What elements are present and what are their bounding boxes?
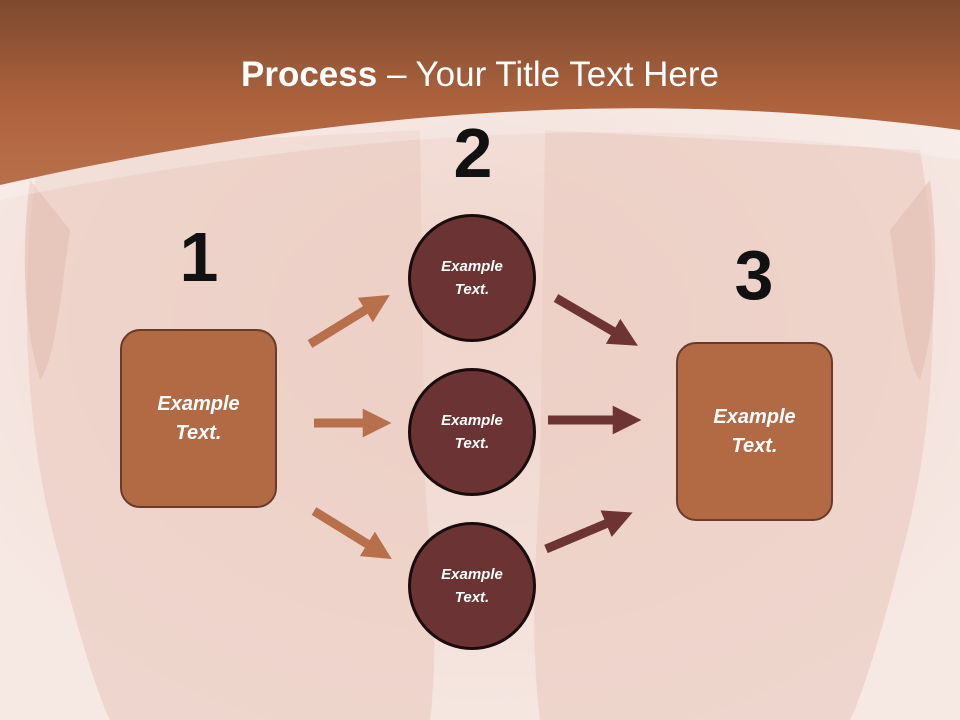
- hand-right: [890, 180, 936, 380]
- arrow-top-to-3: [553, 294, 638, 346]
- title-bold: Process: [241, 55, 378, 94]
- title-rest: – Your Title Text Here: [377, 55, 719, 94]
- step-number-2: 2: [453, 114, 493, 192]
- step-3-text: Example Text.: [713, 405, 796, 457]
- middle-node-bottom-text: Example Text.: [441, 566, 503, 606]
- header-band: [0, 0, 960, 185]
- step-3-box: Example Text.: [676, 342, 833, 521]
- arrow-1-to-top: [307, 294, 390, 348]
- arrow-bottom-to-3: [544, 510, 633, 554]
- arrow-1-to-bottom: [311, 507, 392, 560]
- middle-node-center-text: Example Text.: [441, 412, 503, 452]
- step-1-text: Example Text.: [157, 392, 240, 444]
- header-band-sheen: [0, 108, 960, 200]
- middle-node-top-text: Example Text.: [441, 258, 503, 298]
- middle-node-bottom: Example Text.: [408, 522, 536, 650]
- middle-node-top: Example Text.: [408, 214, 536, 342]
- hand-left: [24, 180, 70, 380]
- step-number-1: 1: [179, 218, 219, 296]
- step-number-3: 3: [734, 236, 774, 314]
- slide-title: Process – Your Title Text Here: [0, 54, 960, 96]
- middle-node-center: Example Text.: [408, 368, 536, 496]
- step-1-box: Example Text.: [120, 329, 277, 508]
